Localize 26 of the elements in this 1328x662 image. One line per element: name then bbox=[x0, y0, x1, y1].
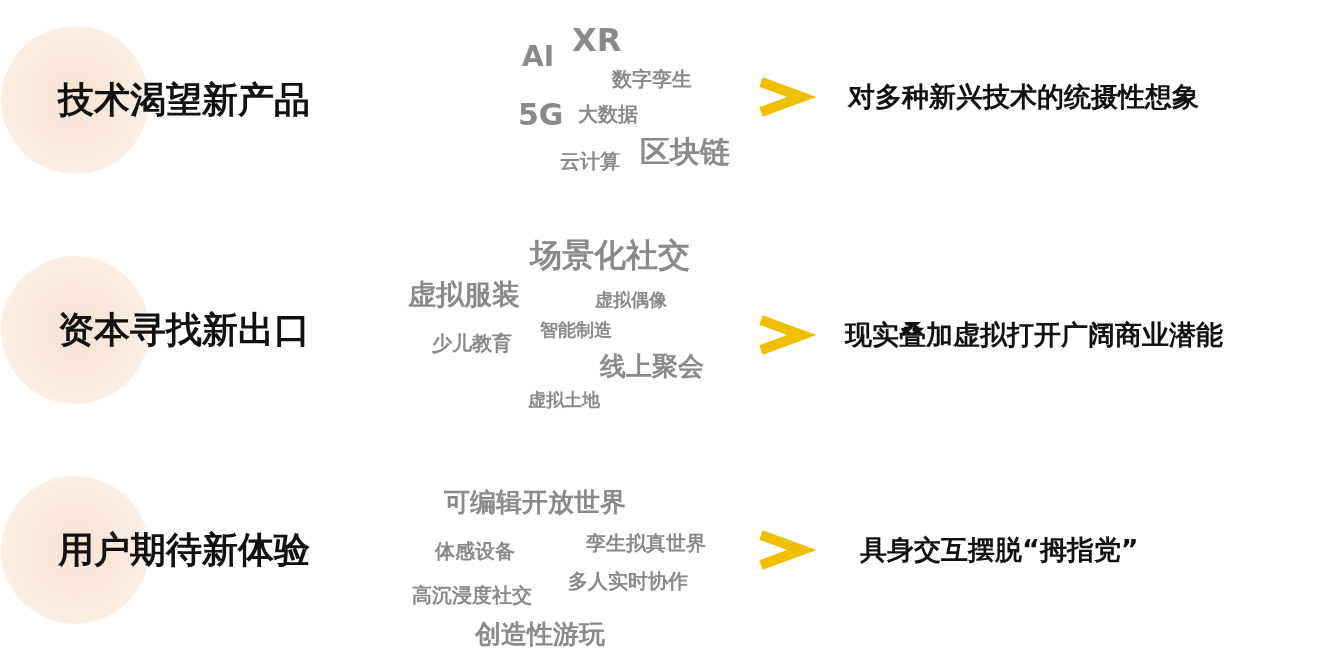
keyword: 智能制造 bbox=[540, 320, 612, 340]
keyword: 虚拟土地 bbox=[528, 390, 600, 410]
keyword: 数字孪生 bbox=[612, 68, 692, 90]
keyword: 区块链 bbox=[640, 135, 730, 168]
conclusion-text: 现实叠加虚拟打开广阔商业潜能 bbox=[845, 318, 1223, 352]
keyword: 虚拟偶像 bbox=[595, 290, 667, 310]
keyword: 可编辑开放世界 bbox=[444, 488, 626, 517]
keyword: 体感设备 bbox=[435, 540, 515, 562]
heading: 用户期待新体验 bbox=[58, 527, 310, 572]
keyword: 高沉浸度社交 bbox=[412, 584, 532, 606]
heading: 资本寻找新出口 bbox=[58, 307, 310, 352]
keyword: 云计算 bbox=[560, 150, 620, 172]
keyword: 虚拟服装 bbox=[408, 280, 520, 311]
keyword: 孪生拟真世界 bbox=[586, 532, 706, 554]
keyword: 多人实时协作 bbox=[568, 570, 688, 592]
keyword: 少儿教育 bbox=[432, 332, 512, 354]
keyword: 线上聚会 bbox=[600, 352, 704, 381]
keyword: 5G bbox=[518, 98, 564, 131]
conclusion-text: 对多种新兴技术的统摄性想象 bbox=[848, 80, 1199, 114]
keyword: 创造性游玩 bbox=[475, 620, 605, 649]
keyword: 大数据 bbox=[578, 103, 638, 125]
keyword: AI bbox=[522, 42, 555, 73]
heading: 技术渴望新产品 bbox=[58, 77, 310, 122]
conclusion-text: 具身交互摆脱“拇指党” bbox=[860, 533, 1139, 567]
keyword: XR bbox=[572, 23, 622, 59]
keyword: 场景化社交 bbox=[530, 238, 690, 274]
